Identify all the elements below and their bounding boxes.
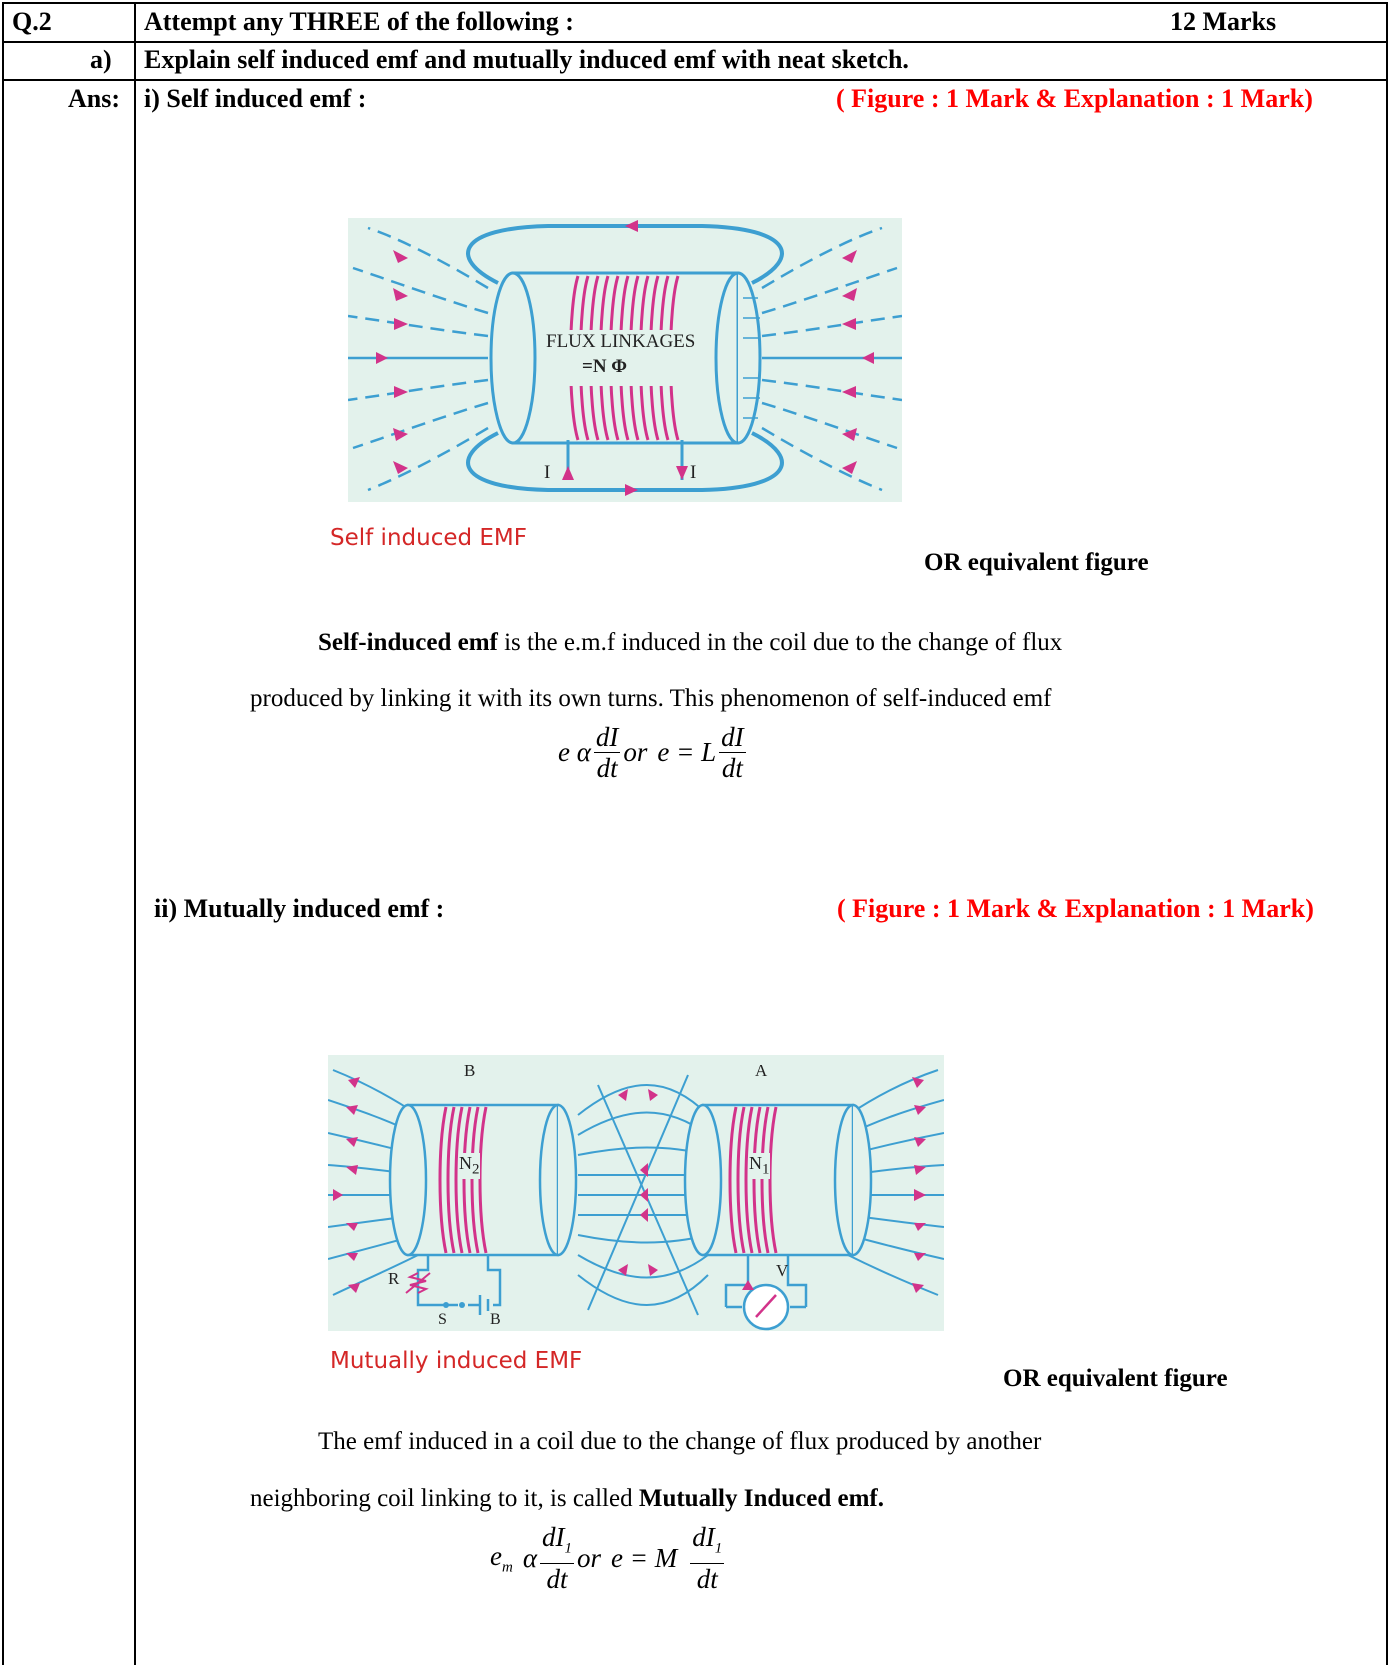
formula1-fraction: dI dt — [593, 722, 621, 783]
formula2-lhs: em — [490, 1540, 513, 1575]
part1-or-note: OR equivalent figure — [924, 549, 1149, 576]
part1-marks-note: ( Figure : 1 Mark & Explanation : 1 Mark… — [836, 84, 1313, 113]
table-row2-divider — [2, 79, 1388, 81]
part2-paragraph-start: neighboring coil linking to it, is calle… — [250, 1485, 639, 1512]
answer-label: Ans: — [68, 84, 121, 113]
formula1-denominator: dt — [596, 753, 618, 783]
flux-linkages-formula: =N Φ — [582, 356, 628, 377]
formula2-fraction: dI1 dt — [540, 1522, 575, 1595]
self-induced-formula: e α dI dt or e = L dI dt — [558, 722, 749, 783]
table-top-border — [2, 2, 1388, 4]
formula2-or: or — [577, 1542, 602, 1573]
formula2-alpha: α — [522, 1542, 538, 1573]
self-induced-figure: FLUX LINKAGES =N Φ I I — [347, 218, 903, 502]
mutual-induced-term: Mutually Induced emf. — [638, 1485, 884, 1512]
part1-paragraph-line2: produced by linking it with its own turn… — [250, 685, 1052, 712]
total-marks: 12 Marks — [1170, 7, 1277, 36]
part2-paragraph-line2: neighboring coil linking to it, is calle… — [250, 1484, 884, 1514]
current-label-right: I — [690, 462, 697, 483]
voltmeter-label: V — [776, 1261, 789, 1280]
table-right-border — [1386, 2, 1388, 1665]
formula1-denominator2: dt — [721, 753, 743, 783]
formula1-numerator: dI — [593, 722, 621, 753]
question-text: Explain self induced emf and mutually in… — [144, 45, 909, 74]
part2-or-note: OR equivalent figure — [1003, 1365, 1228, 1392]
instruction-text: Attempt any THREE of the following : — [144, 7, 574, 36]
formula2-denominator2: dt — [696, 1564, 718, 1595]
flux-linkages-label: FLUX LINKAGES — [546, 331, 696, 352]
turns-n2-label: N2 — [459, 1153, 480, 1179]
part2-paragraph-line1: The emf induced in a coil due to the cha… — [318, 1428, 1042, 1455]
formula2-denominator: dt — [546, 1564, 568, 1595]
question-number: Q.2 — [12, 7, 52, 36]
formula2-fraction2: dI1 dt — [690, 1522, 725, 1595]
mutual-induced-caption: Mutually induced EMF — [330, 1348, 583, 1374]
formula1-rhs: e = L — [657, 737, 717, 767]
table-left-border — [2, 2, 4, 1665]
formula2-rhs: e = M — [611, 1542, 678, 1573]
table-row1-divider — [2, 41, 1388, 43]
part1-heading: i) Self induced emf : — [144, 84, 367, 113]
turns-n1-label: N1 — [749, 1153, 770, 1179]
part2-marks-note: ( Figure : 1 Mark & Explanation : 1 Mark… — [837, 894, 1314, 923]
part1-paragraph-rest: is the e.m.f induced in the coil due to … — [497, 629, 1063, 656]
mutual-induced-formula: em α dI1 dt or e = M dI1 dt — [490, 1522, 727, 1594]
part2-heading: ii) Mutually induced emf : — [154, 894, 445, 923]
mutual-induced-figure: B A N2 N1 R S B V — [327, 1055, 945, 1331]
formula1-or: or — [623, 737, 648, 767]
coil-a-label: A — [755, 1061, 768, 1080]
battery-label: B — [490, 1311, 501, 1328]
formula2-numerator2: dI1 — [690, 1522, 725, 1565]
formula1-numerator2: dI — [719, 722, 746, 753]
formula1-fraction2: dI dt — [719, 722, 746, 783]
table-column-divider — [134, 2, 136, 1665]
part1-paragraph-line1: Self-induced emf is the e.m.f induced in… — [318, 628, 1062, 658]
coil-b-label: B — [464, 1061, 476, 1080]
self-induced-caption: Self induced EMF — [330, 525, 528, 551]
resistor-label: R — [388, 1269, 400, 1288]
current-label-left: I — [544, 462, 551, 483]
switch-label: S — [438, 1311, 447, 1328]
self-induced-term: Self-induced emf — [318, 629, 498, 656]
formula1-lhs: e α — [558, 737, 591, 767]
formula2-numerator: dI1 — [540, 1522, 575, 1565]
question-label: a) — [90, 45, 112, 74]
